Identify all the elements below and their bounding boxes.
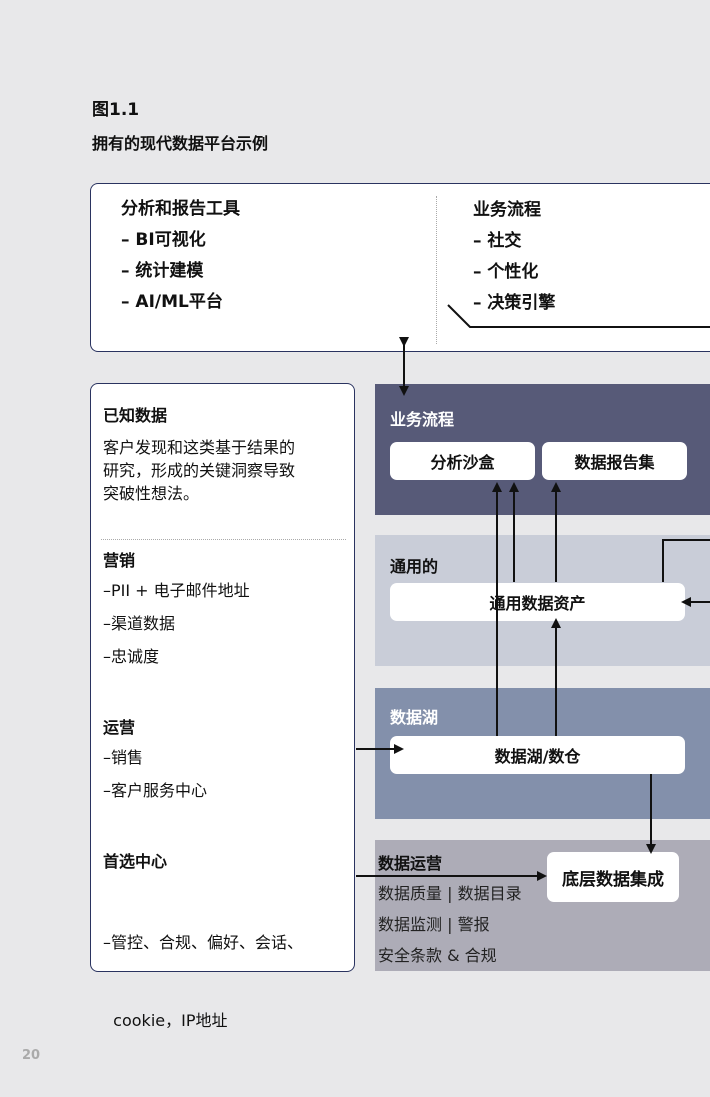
column-divider [436,196,437,344]
tools-item: – AI/ML平台 [121,292,223,312]
list-item: –忠诚度 [103,647,160,666]
connector-line [447,304,710,328]
known-text-line: 突破性想法。 [103,484,200,503]
list-item: 安全条款 & 合规 [378,946,497,965]
business-panel-title: 业务流程 [390,410,455,429]
list-item: 数据监测 | 警报 [378,915,490,934]
known-text-line: 研究，形成的关键洞察导致 [103,461,296,480]
tools-title: 分析和报告工具 [121,199,240,219]
tools-item: – BI可视化 [121,230,206,250]
process-item: – 个性化 [473,262,539,282]
common-panel: 通用的 通用数据资产 [375,535,710,666]
common-data-asset-node: 通用数据资产 [390,583,685,621]
marketing-list: –PII + 电子邮件地址 –渠道数据 –忠诚度 [103,574,250,673]
right-loop-line [662,539,710,582]
data-lake-warehouse-node: 数据湖/数仓 [390,736,685,774]
process-item: – 决策引擎 [473,293,556,313]
business-process-panel: 业务流程 分析沙盒 数据报告集 [375,384,710,515]
tools-item: – 统计建模 [121,261,204,281]
ops-panel-title: 数据运营 [378,854,443,873]
known-description: 客户发现和这类基于结果的 研究，形成的关键洞察导致 突破性想法。 [103,436,295,505]
base-integration-node: 底层数据集成 [547,852,679,902]
page-number: 20 [22,1048,41,1063]
preference-list: –管控、合规、偏好、会话、 cookie，IP地址 [103,878,303,1086]
common-panel-title: 通用的 [390,557,439,576]
known-text-line: 客户发现和这类基于结果的 [103,438,296,457]
marketing-title: 营销 [103,551,136,570]
data-lake-panel: 数据湖 数据湖/数仓 [375,688,710,819]
list-item: 数据质量 | 数据目录 [378,884,522,903]
lake-panel-title: 数据湖 [390,708,439,727]
list-item: –PII + 电子邮件地址 [103,581,250,600]
known-data-box: 已知数据 客户发现和这类基于结果的 研究，形成的关键洞察导致 突破性想法。 营销… [90,383,355,1030]
data-reports-node: 数据报告集 [542,442,687,480]
list-item: –客户服务中心 [103,781,208,800]
top-box: 分析和报告工具 – BI可视化 – 统计建模 – AI/ML平台 业务流程 – … [90,183,710,352]
list-item: –管控、合规、偏好、会话、 [103,933,304,952]
section-divider [101,539,346,540]
process-column: 业务流程 – 社交 – 个性化 – 决策引擎 [473,195,555,319]
preference-title: 首选中心 [103,852,168,871]
operations-title: 运营 [103,718,136,737]
ops-list: 数据质量 | 数据目录 数据监测 | 警报 安全条款 & 合规 [378,878,522,971]
tools-column: 分析和报告工具 – BI可视化 – 统计建模 – AI/ML平台 [121,194,240,318]
operations-list: –销售 –客户服务中心 [103,741,207,807]
process-item: – 社交 [473,231,522,251]
list-item: –销售 [103,748,144,767]
list-item: –渠道数据 [103,614,176,633]
list-item: cookie，IP地址 [103,1011,228,1030]
figure-title: 拥有的现代数据平台示例 [92,134,269,153]
known-title: 已知数据 [103,406,168,425]
figure-label: 图1.1 [92,100,140,120]
analysis-sandbox-node: 分析沙盒 [390,442,535,480]
process-title: 业务流程 [473,200,541,220]
data-ops-panel: 数据运营 数据质量 | 数据目录 数据监测 | 警报 安全条款 & 合规 底层数… [375,840,710,971]
